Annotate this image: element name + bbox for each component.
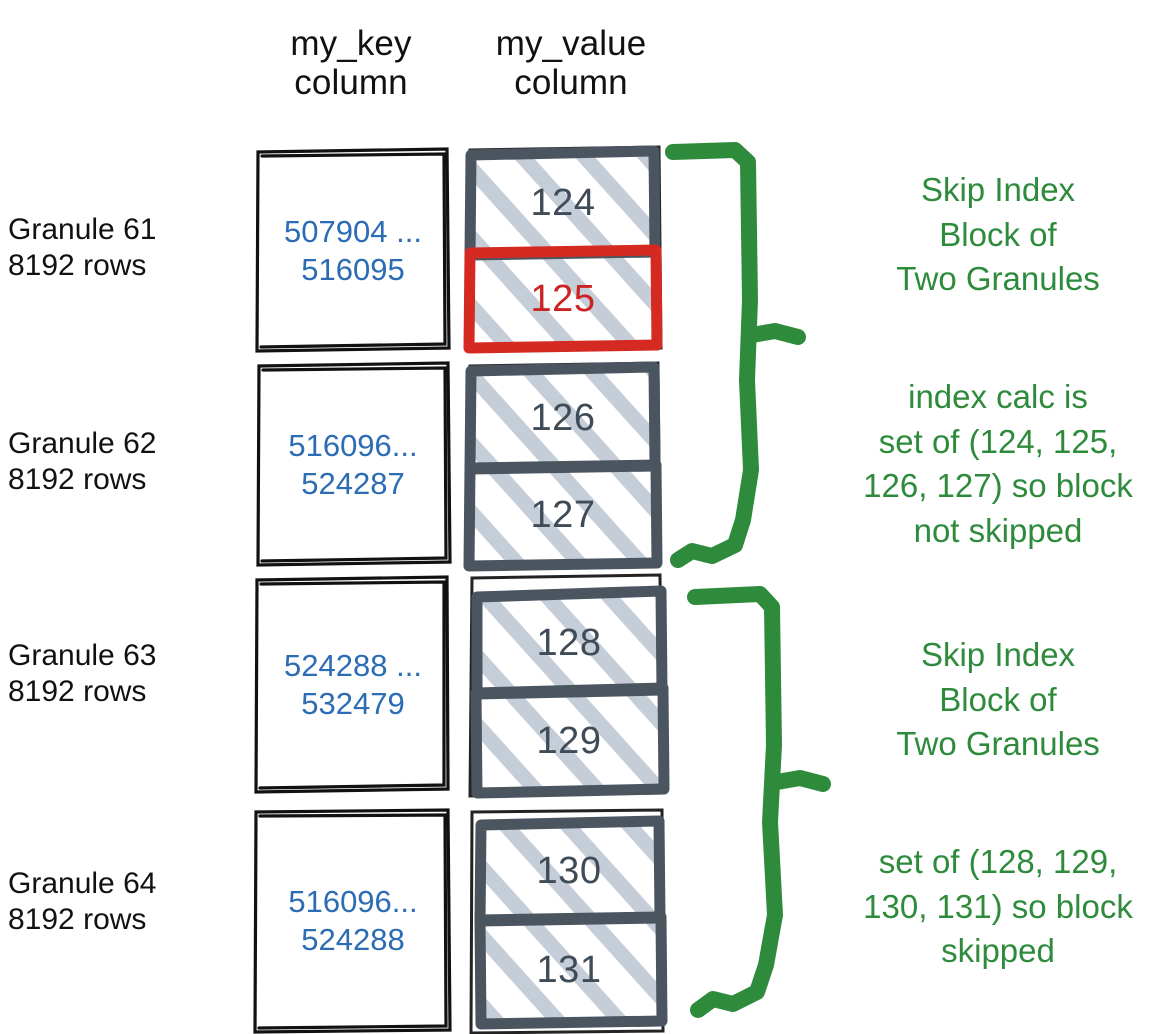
key-range-63-line1: 524288 ... (284, 648, 422, 684)
brace-block-2 (687, 586, 831, 1018)
value-128: 128 (536, 621, 602, 664)
granule-name-61: Granule 61 (8, 213, 157, 246)
annotation-skip-index-block-2: Skip Index Block of Two Granules (822, 633, 1174, 767)
key-range-62-line1: 516096... (288, 428, 418, 464)
key-range-granule-62: 516096... 524287 (258, 366, 448, 564)
key-range-61-line2: 516095 (301, 252, 405, 287)
granule-name-62: Granule 62 (8, 427, 157, 460)
granule-rows-64: 8192 rows (8, 903, 147, 936)
granule-label-61: Granule 61 8192 rows (8, 212, 244, 284)
annotation-2-line-2: set of (124, 125, (878, 422, 1118, 460)
annotation-skip-index-block-1: Skip Index Block of Two Granules (822, 168, 1174, 302)
annotation-2-line-3: 126, 127) so block (863, 467, 1133, 505)
column-header-my-key: my_key column (243, 24, 459, 102)
annotation-4-line-2: 130, 131) so block (863, 887, 1133, 925)
value-127: 127 (530, 493, 596, 536)
key-range-64-line2: 524288 (301, 922, 405, 957)
key-range-granule-61: 507904 ... 516095 (258, 152, 448, 350)
value-124: 124 (530, 181, 596, 224)
granule-label-63: Granule 63 8192 rows (8, 638, 244, 710)
key-range-granule-64: 516096... 524288 (258, 812, 448, 1030)
brace-block-1 (665, 142, 806, 568)
annotation-3-line-1: Skip Index (920, 636, 1076, 673)
column-header-my-key-line2: column (294, 63, 408, 103)
key-range-granule-63: 524288 ... 532479 (258, 580, 448, 790)
value-131: 131 (536, 948, 602, 991)
granule-rows-62: 8192 rows (8, 463, 147, 496)
granule-name-64: Granule 64 (8, 867, 157, 900)
value-130: 130 (536, 849, 602, 892)
granule-label-62: Granule 62 8192 rows (8, 426, 244, 498)
annotation-3-line-2: Block of (939, 680, 1057, 718)
granule-rows-63: 8192 rows (8, 675, 147, 708)
annotation-1-line-3: Two Granules (896, 260, 1100, 298)
annotation-1-line-2: Block of (939, 215, 1057, 253)
value-126: 126 (530, 396, 596, 439)
key-range-64-line1: 516096... (288, 884, 418, 920)
annotation-2-line-1: index calc is (908, 378, 1088, 415)
granule-name-63: Granule 63 (8, 639, 157, 672)
annotation-index-calc-not-skipped: index calc is set of (124, 125, 126, 127… (822, 375, 1174, 553)
key-range-61-line1: 507904 ... (284, 214, 422, 250)
key-range-62-line2: 524287 (301, 466, 405, 501)
annotation-4-line-3: skipped (941, 932, 1055, 970)
column-header-my-value-line1: my_value (495, 24, 647, 63)
granule-rows-61: 8192 rows (8, 249, 147, 282)
annotation-1-line-1: Skip Index (920, 171, 1076, 208)
annotation-4-line-1: set of (128, 129, (878, 843, 1118, 880)
granule-label-64: Granule 64 8192 rows (8, 866, 244, 938)
key-range-63-line2: 532479 (301, 686, 405, 721)
column-header-my-key-line1: my_key (290, 24, 412, 63)
value-129: 129 (536, 719, 602, 762)
annotation-3-line-3: Two Granules (896, 725, 1100, 763)
column-header-my-value: my_value column (463, 24, 679, 102)
value-125: 125 (530, 277, 596, 320)
annotation-set-skipped: set of (128, 129, 130, 131) so block ski… (822, 840, 1174, 974)
column-header-my-value-line2: column (514, 63, 628, 103)
annotation-2-line-4: not skipped (913, 511, 1083, 549)
